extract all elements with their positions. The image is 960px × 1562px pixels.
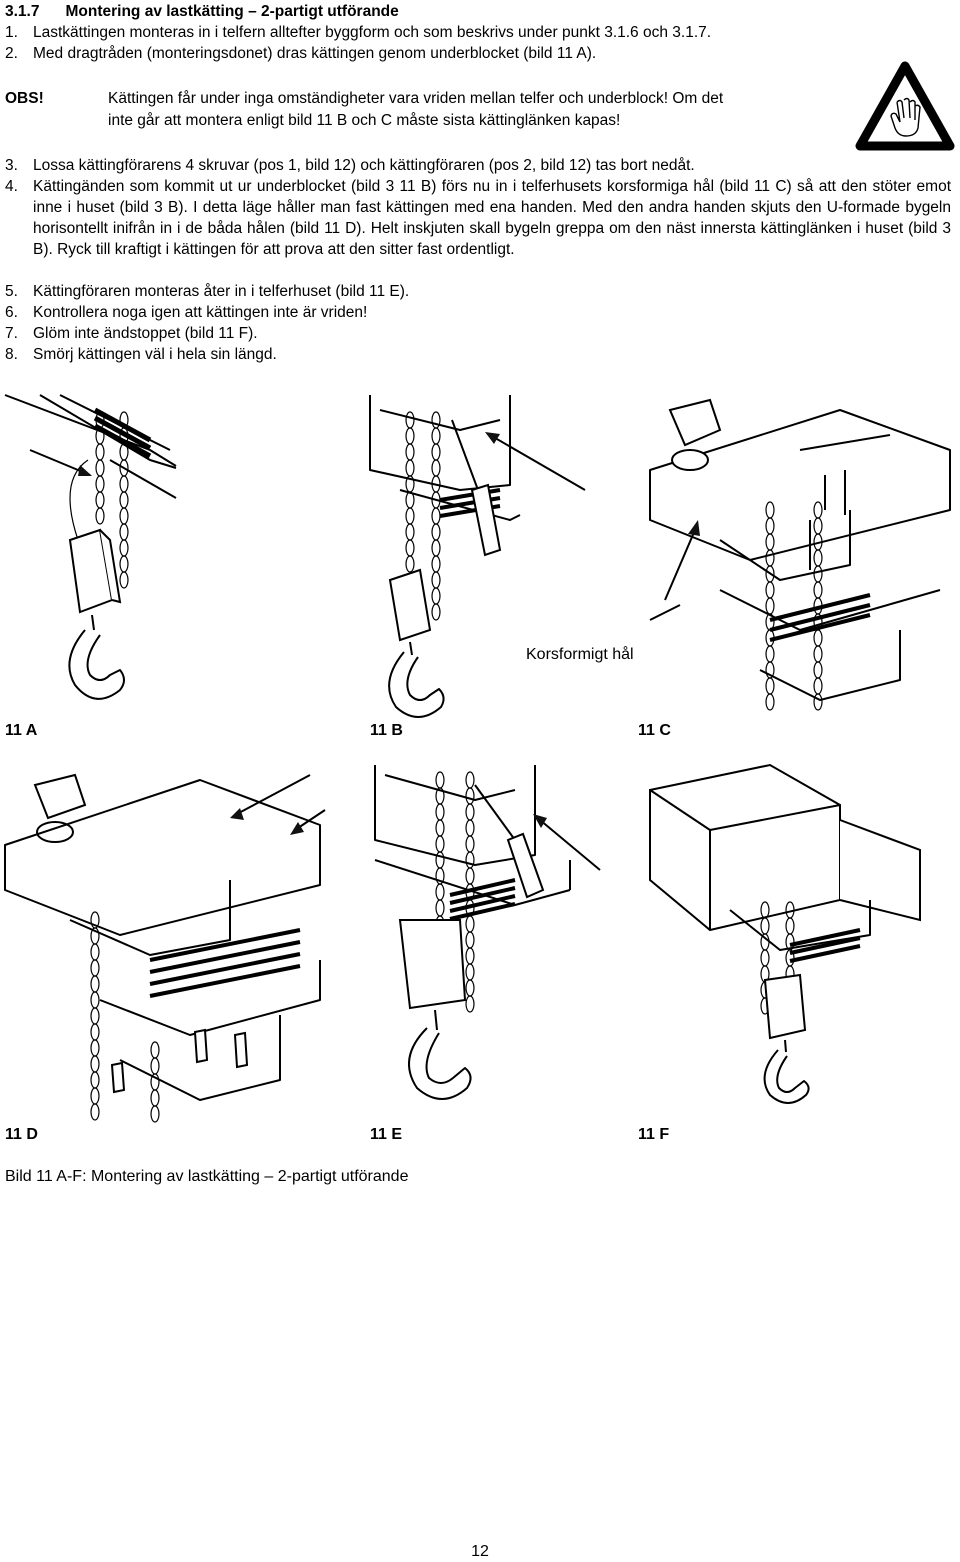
figure-11d <box>4 773 326 1123</box>
step-number: 8. <box>5 346 18 363</box>
figure-label: 11 D <box>5 1126 38 1143</box>
figure-label: 11 E <box>370 1126 403 1143</box>
step-number: 5. <box>5 283 18 300</box>
section-title: Montering av lastkätting – 2-partigt utf… <box>65 3 399 20</box>
step-number: 7. <box>5 325 18 342</box>
step-number: 4. <box>5 178 18 195</box>
step-text: Kättingföraren monteras åter in i telfer… <box>33 283 410 300</box>
step-text: Kontrollera noga igen att kättingen inte… <box>33 304 368 321</box>
step-number: 6. <box>5 304 18 321</box>
step-text: Med dragtråden (monteringsdonet) dras kä… <box>33 45 597 62</box>
step-number: 1. <box>5 24 18 41</box>
figure-label: 11 A <box>5 722 38 739</box>
obs-line-1: Kättingen får under inga omständigheter … <box>108 90 724 107</box>
step-text: Lastkättingen monteras in i telfern allt… <box>33 24 712 41</box>
figure-label: 11 F <box>638 1126 670 1143</box>
warning-hand-icon <box>855 61 955 151</box>
step-number: 2. <box>5 45 18 62</box>
page-number: 12 <box>471 1543 489 1560</box>
step-text: Lossa kättingförarens 4 skruvar (pos 1, … <box>33 157 695 174</box>
obs-line-2: inte går att montera enligt bild 11 B oc… <box>108 112 621 129</box>
step-text: Smörj kättingen väl i hela sin längd. <box>33 346 277 363</box>
figure-label: 11 C <box>638 722 671 739</box>
obs-label: OBS! <box>5 90 44 107</box>
figure-11e <box>374 765 601 1100</box>
figure-label: 11 B <box>370 722 403 739</box>
step-text: Kättingänden som kommit ut ur underblock… <box>33 178 951 258</box>
figure-11b <box>369 395 586 718</box>
section-number: 3.1.7 <box>5 3 40 20</box>
figure-caption: Bild 11 A-F: Montering av lastkätting – … <box>5 1168 409 1185</box>
figure-11a <box>4 394 177 700</box>
figure-11c <box>649 398 951 711</box>
callout-cross-hole: Korsformigt hål <box>526 646 634 663</box>
section-heading: 3.1.7 Montering av lastkätting – 2-partig… <box>5 1 399 22</box>
step-number: 3. <box>5 157 18 174</box>
figure-11f <box>649 763 921 1104</box>
step-text: Glöm inte ändstoppet (bild 11 F). <box>33 325 258 342</box>
